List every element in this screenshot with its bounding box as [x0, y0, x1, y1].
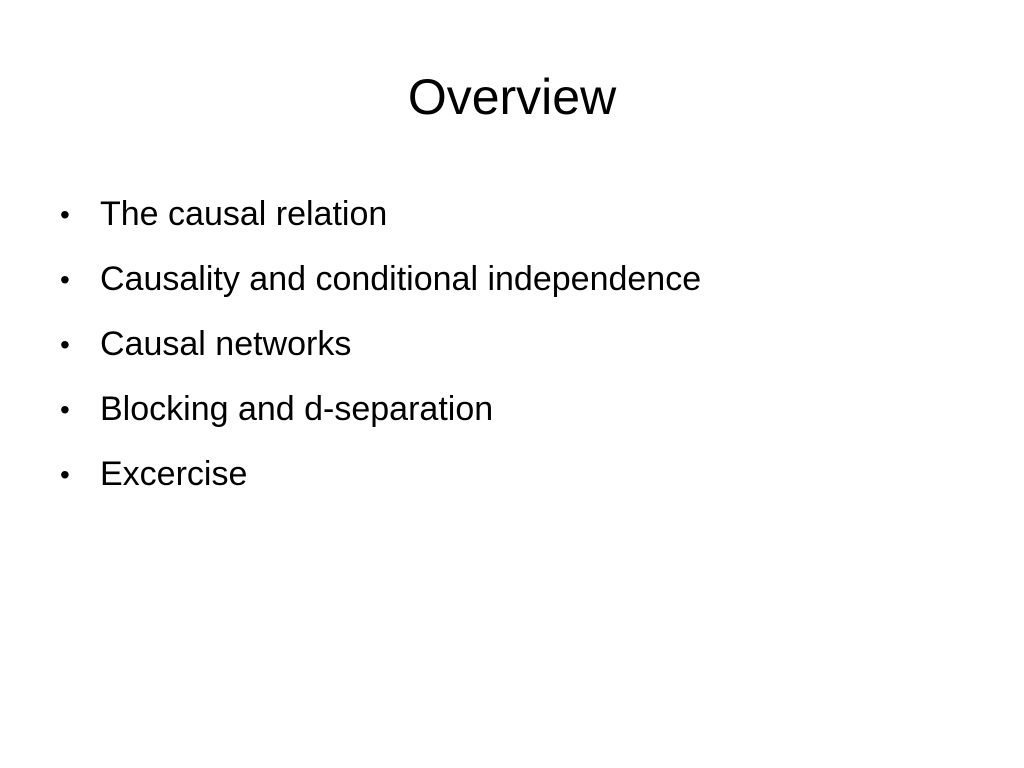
list-item: • Excercise [60, 442, 701, 507]
bullet-marker: • [60, 199, 70, 230]
bullet-marker: • [60, 329, 70, 360]
bullet-marker: • [60, 459, 70, 490]
bullet-marker: • [60, 264, 70, 295]
bullet-text: Excercise [100, 455, 248, 493]
list-item: • Blocking and d-separation [60, 377, 701, 442]
list-item: • Causality and conditional independence [60, 247, 701, 312]
list-item: • The causal relation [60, 182, 701, 247]
bullet-text: Causal networks [100, 325, 352, 363]
list-item: • Causal networks [60, 312, 701, 377]
bullet-marker: • [60, 394, 70, 425]
slide-title: Overview [407, 69, 617, 125]
bullet-text: Causality and conditional independence [100, 260, 702, 298]
bullet-list: • The causal relation • Causality and co… [60, 182, 701, 507]
bullet-text: Blocking and d-separation [100, 390, 494, 428]
bullet-text: The causal relation [100, 195, 388, 233]
